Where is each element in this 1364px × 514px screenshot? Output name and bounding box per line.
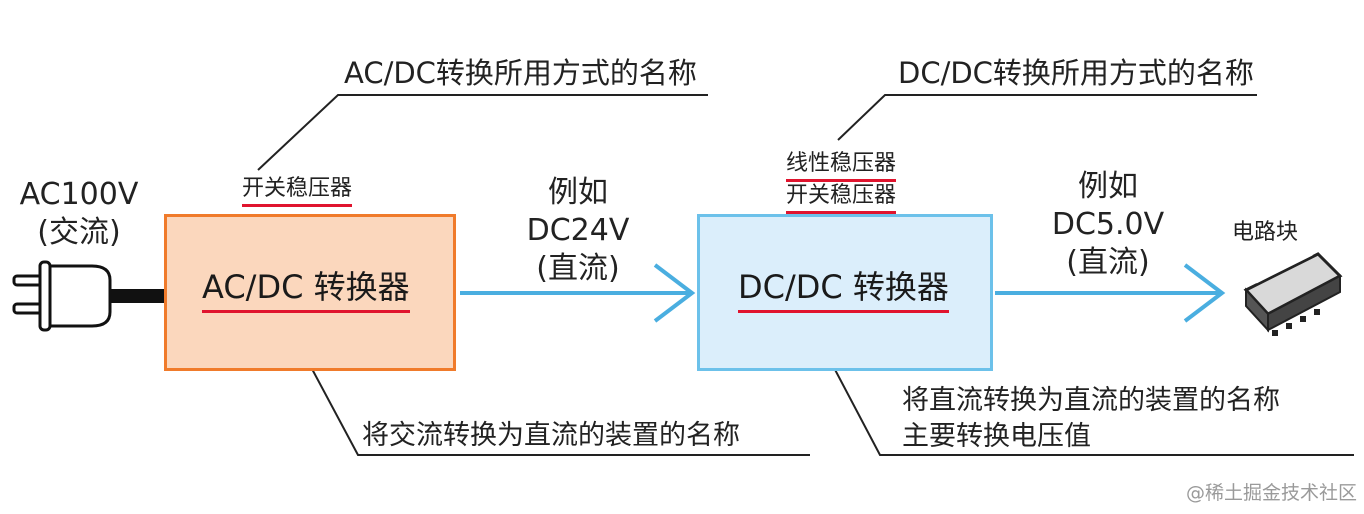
ac-dc-converter-box xyxy=(164,214,456,371)
source-label: AC100V (交流) xyxy=(14,176,144,252)
dc-dc-converter-box xyxy=(697,214,993,371)
arrow-ac-to-dc xyxy=(460,263,696,323)
ac-method-title: AC/DC转换所用方式的名称 xyxy=(344,56,697,90)
arrow-2-line-1: 例如 xyxy=(1078,169,1138,204)
arrow-2-line-2: DC5.0V xyxy=(1051,207,1165,242)
arrow-1-label: 例如 DC24V (直流) xyxy=(508,174,648,288)
leader-dc-method xyxy=(837,94,1257,141)
dc-dc-converter-label: DC/DC 转换器 xyxy=(738,262,949,313)
ac-plug-icon xyxy=(12,260,112,332)
arrow-2-label: 例如 DC5.0V (直流) xyxy=(1038,168,1178,282)
dc-method-item-linear: 线性稳压器 xyxy=(786,145,897,182)
leader-ac-method xyxy=(257,94,708,171)
dc-description-line-2: 主要转换电压值 xyxy=(902,421,1091,452)
ac-description: 将交流转换为直流的装置的名称 xyxy=(362,420,740,451)
dc-description-line-1: 将直流转换为直流的装置的名称 xyxy=(902,385,1280,416)
arrow-1-line-1: 例如 xyxy=(548,175,608,210)
arrow-1-line-3: (直流) xyxy=(536,251,620,286)
source-line-2: (交流) xyxy=(37,215,121,250)
arrow-2-line-3: (直流) xyxy=(1066,245,1150,280)
dc-method-item-switching: 开关稳压器 xyxy=(786,177,897,214)
arrow-dc-to-load xyxy=(995,263,1226,323)
arrow-1-line-2: DC24V xyxy=(526,213,630,248)
watermark: @稀土掘金技术社区 xyxy=(1186,482,1358,504)
dc-method-title: DC/DC转换所用方式的名称 xyxy=(898,56,1254,90)
circuit-block-label: 电路块 xyxy=(1232,220,1299,245)
source-line-1: AC100V xyxy=(19,177,139,212)
circuit-block-icon xyxy=(1243,252,1343,336)
ac-method-item: 开关稳压器 xyxy=(242,170,353,207)
plug-cord xyxy=(110,289,166,303)
ac-dc-converter-label: AC/DC 转换器 xyxy=(202,262,410,313)
